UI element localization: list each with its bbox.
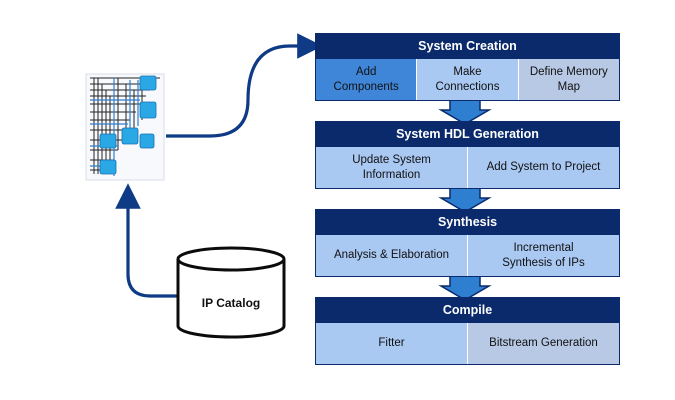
step-label-line: Add (355, 65, 377, 78)
step-label-line: Make (453, 65, 482, 78)
stage-compile: Compile Fitter Bitstream Generation (315, 297, 620, 365)
step-fitter[interactable]: Fitter (316, 323, 467, 364)
flow-arrow-to-system-creation (166, 33, 323, 138)
stage-connector-2 (438, 187, 492, 213)
step-label-line: Fitter (378, 337, 405, 350)
step-label-line: Map (557, 80, 580, 93)
step-label-line: Components (333, 80, 399, 93)
stage-title: System HDL Generation (315, 121, 620, 147)
flow-arrow-from-catalog (115, 183, 182, 298)
step-label-line: Incremental (513, 241, 574, 254)
step-label-line: Information (362, 168, 421, 181)
stage-title: Synthesis (315, 209, 620, 235)
step-label-line: Bitstream Generation (489, 337, 598, 350)
step-label-line: Synthesis of IPs (502, 256, 585, 269)
stage-title: Compile (315, 297, 620, 323)
step-label-line: Analysis & Elaboration (333, 249, 450, 262)
step-label-line: Define Memory (529, 65, 608, 78)
step-add-system-to-project[interactable]: Add System to Project (467, 147, 619, 188)
system-schematic-icon (85, 73, 165, 181)
database-cylinder-icon (176, 246, 286, 339)
step-label-line: Add System to Project (486, 161, 601, 174)
step-analysis-elaboration[interactable]: Analysis & Elaboration (316, 235, 467, 276)
stage-connectors (438, 99, 492, 301)
stage-connector-1 (438, 99, 492, 125)
stage-title: System Creation (315, 33, 620, 59)
stage-synthesis: Synthesis Analysis & Elaboration Increme… (315, 209, 620, 277)
step-label-line: Update System (352, 153, 431, 166)
step-bitstream-generation[interactable]: Bitstream Generation (467, 323, 619, 364)
stage-connector-3 (438, 275, 492, 301)
ip-catalog-label: IP Catalog (201, 296, 261, 310)
step-label-line: Connections (435, 80, 500, 93)
